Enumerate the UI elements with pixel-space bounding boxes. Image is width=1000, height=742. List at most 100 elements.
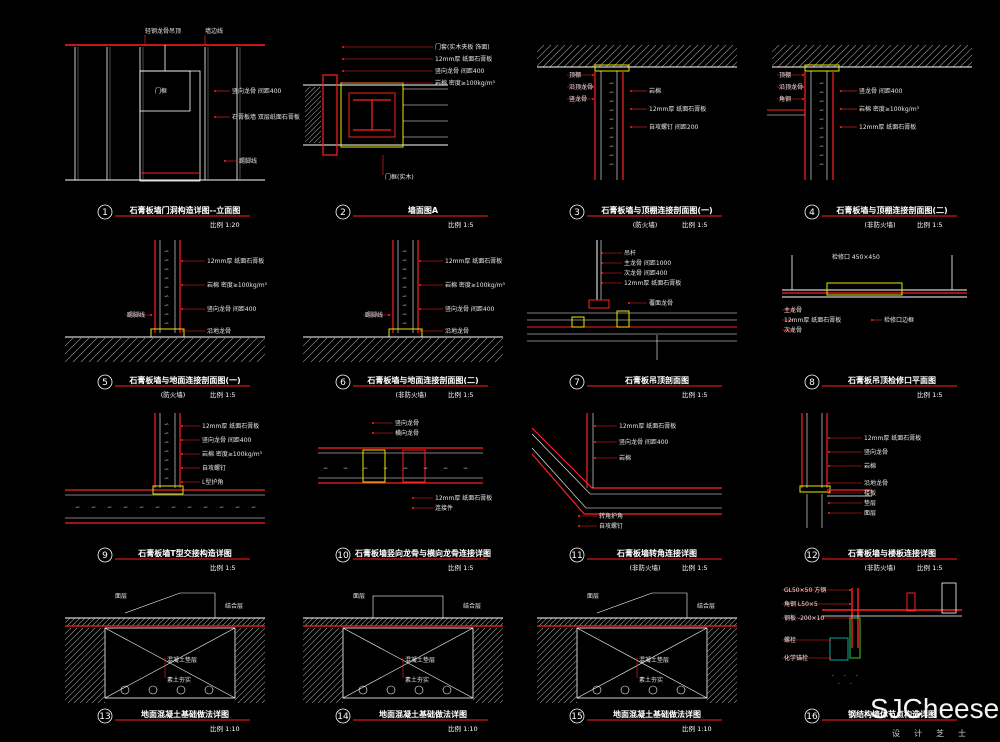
line — [689, 45, 713, 67]
callout-label: 竖向龙骨 间距400 — [232, 87, 282, 95]
callout-label: 门套(实木夹板 饰面) — [435, 43, 490, 51]
callout-label: 12mm厚 纸面石膏板 — [619, 422, 676, 430]
line — [723, 618, 733, 626]
line — [246, 618, 256, 626]
detail-scale: 比例 1:5 — [210, 563, 236, 572]
line — [305, 665, 343, 703]
insulation-mark: ∽ — [402, 320, 407, 327]
line — [648, 618, 658, 626]
leader-dot — [791, 309, 793, 311]
line — [66, 618, 76, 626]
line — [653, 618, 663, 626]
line — [176, 618, 186, 626]
line — [493, 693, 503, 703]
hatch-pattern — [537, 628, 577, 703]
callout-label: 轻钢龙骨吊顶 — [145, 27, 181, 35]
line — [473, 669, 503, 701]
insulation-mark: ∽ — [819, 152, 824, 159]
detail-title: 钢结构墙体节点构造详图 — [848, 709, 936, 719]
line — [136, 618, 146, 626]
leader-dot — [840, 108, 842, 110]
line — [542, 45, 566, 67]
callout-label: 竖龙骨 间距400 — [859, 87, 903, 95]
callout-label: 结合层 — [463, 602, 481, 610]
leader-dot — [829, 657, 831, 659]
insulation-mark: ∽ — [819, 161, 824, 168]
line — [151, 618, 161, 626]
line — [382, 338, 408, 362]
line — [537, 653, 577, 695]
leader-dot — [342, 46, 344, 48]
line — [707, 651, 737, 683]
line — [91, 689, 105, 703]
hatch-pattern — [305, 87, 321, 143]
insulation-mark: ∽ — [164, 275, 169, 282]
callout-label: 连接件 — [435, 504, 453, 512]
line — [548, 618, 558, 626]
callout-label: 12mm厚 纸面石膏板 — [649, 105, 706, 113]
insulation-mark: ∽ — [164, 448, 169, 455]
line — [79, 677, 105, 703]
leader-dot — [214, 90, 216, 92]
callout-label: 竖向龙骨 间距400 — [435, 67, 485, 75]
leader-dot — [849, 589, 851, 591]
line — [889, 45, 913, 67]
line — [73, 671, 105, 703]
line — [558, 618, 568, 626]
callout-label: 岩棉 密度≥100kg/m³ — [859, 105, 920, 113]
line — [235, 639, 265, 671]
detail-scale: 比例 1:5 — [917, 563, 943, 572]
line — [444, 618, 454, 626]
line — [303, 628, 322, 647]
callout-label: 竖向龙骨 — [864, 448, 888, 456]
callout-label: 竖龙骨 — [569, 95, 587, 103]
callout-label: 钢板 -200×10 — [784, 614, 824, 622]
line — [318, 140, 321, 143]
line — [65, 628, 90, 653]
callout-label: 墙边线 — [205, 27, 223, 35]
line — [111, 618, 121, 626]
insulation-mark: ∽ — [343, 465, 348, 472]
line — [578, 618, 588, 626]
line — [854, 45, 878, 67]
detail-number-circle — [335, 374, 351, 390]
line — [707, 657, 737, 689]
insulation-mark: ∽ — [402, 248, 407, 255]
callout-label: 门框(实木) — [385, 173, 414, 181]
insulation-mark: ∽ — [164, 302, 169, 309]
line — [196, 618, 206, 626]
line — [358, 338, 384, 362]
detail-scale: 比例 1:5 — [448, 220, 474, 229]
line — [404, 618, 414, 626]
insulation-mark: ∽ — [609, 161, 614, 168]
detail-title: 石膏板墙竖向龙骨与横向龙骨连接详图 — [354, 548, 491, 558]
line — [121, 618, 131, 626]
corner-wall-line — [531, 433, 722, 495]
line — [626, 45, 650, 67]
callout-label: 沿顶龙骨 — [779, 83, 803, 91]
dimension-polyline — [124, 592, 216, 618]
line — [65, 628, 96, 659]
callout-label: 面层 — [864, 510, 876, 517]
detail-scale: 比例 1:5 — [682, 390, 708, 399]
detail-title: 石膏板吊顶剖面图 — [624, 375, 689, 385]
hatch-pattern — [303, 628, 343, 703]
line — [478, 338, 503, 362]
detail-number-circle — [569, 204, 585, 220]
line — [537, 628, 574, 665]
leader-dot — [802, 86, 804, 88]
line — [537, 45, 538, 46]
aggregate-circle — [676, 685, 686, 695]
line — [598, 45, 622, 67]
insulation-mark: ∽ — [107, 504, 112, 511]
line — [305, 105, 321, 123]
line — [200, 338, 226, 362]
leader-dot — [829, 639, 831, 641]
line — [326, 338, 352, 362]
callout-label: 沿地龙骨 — [864, 479, 888, 487]
detail-title: 地面混凝土基础做法详图 — [613, 709, 701, 719]
leader-dot — [420, 330, 422, 332]
